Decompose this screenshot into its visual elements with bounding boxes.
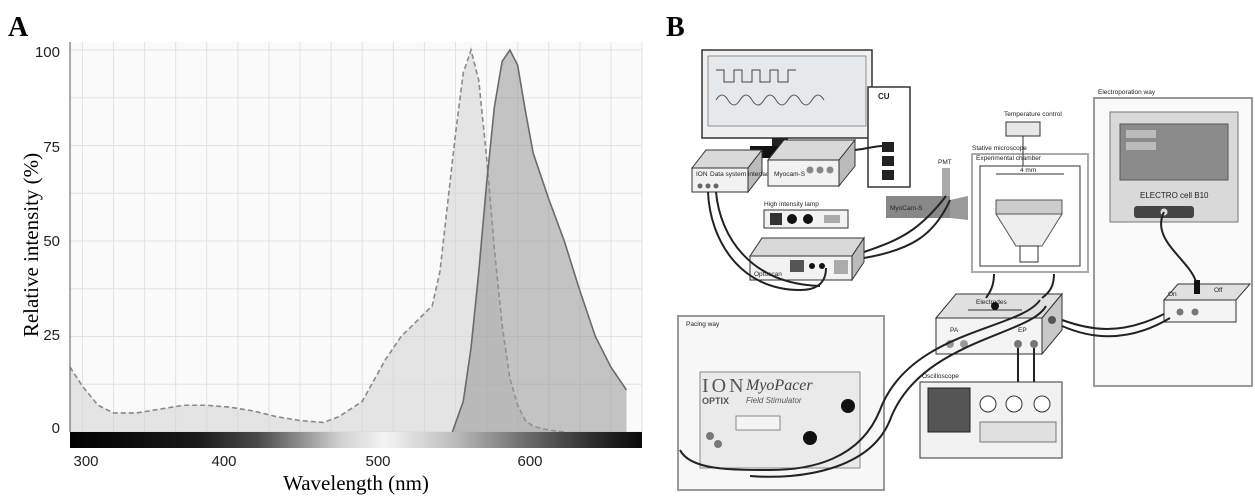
field-stimulator-label: Field Stimulator (746, 396, 802, 405)
myocam-camera-label: MyoCam-S (890, 205, 923, 212)
panel-a-letter: A (8, 12, 29, 43)
myocam-camera: MyoCam-S PMT (886, 159, 968, 220)
spectrum-area-fill (70, 50, 565, 432)
electro-cell-label: ELECTRO cell B10 (1140, 191, 1209, 200)
spectrum-series-line (451, 48, 628, 433)
electrodes-label: Electrodes (976, 299, 1007, 306)
data-system-interface: ION Data system interface (690, 148, 773, 194)
optix-label: OPTIX (702, 396, 729, 406)
four-mm-label: 4 mm (1020, 167, 1036, 174)
panel-b-letter: B (666, 12, 685, 43)
ion-label: ION (702, 375, 747, 397)
pacing-way-frame: Pacing way ION OPTIX MyoPacer Field Stim… (677, 315, 885, 491)
ep-label: EP (1018, 327, 1027, 334)
y-tick-label: 100 (35, 44, 60, 61)
electrodes-box: Electrodes PA EP (934, 292, 1064, 356)
optoscan: Optoscan (749, 236, 865, 282)
electroporation-way-label: Electroporation way (1098, 89, 1156, 96)
x-tick-label: 400 (211, 453, 236, 470)
lamp-label: High intensity lamp (764, 201, 819, 208)
myopacer-label: MyoPacer (745, 377, 813, 394)
oscilloscope: Oscilloscope (919, 373, 1063, 459)
on-label: On (1168, 291, 1177, 298)
electroporation-way-frame: Electroporation way ELECTRO cell B10 On … (1093, 89, 1253, 387)
panel-b-setup-diagram: B ION Data system interface Myo (650, 0, 1255, 496)
cu-label: CU (878, 92, 890, 101)
ion-small-label: ION (696, 171, 708, 178)
stative-microscope-label: Stative microscope (972, 145, 1027, 152)
panel-a-spectrum: A 100 75 50 25 0 3 (8, 12, 643, 495)
y-axis-title: Relative intensity (%) (19, 153, 43, 337)
pmt-label: PMT (938, 159, 952, 166)
x-tick-label: 600 (517, 453, 542, 470)
experimental-chamber: Stative microscope Experimental chamber … (971, 145, 1089, 273)
cables (679, 145, 1171, 478)
pacing-way-label: Pacing way (686, 321, 720, 328)
cu-unit: CU (867, 86, 911, 188)
spectrum-chart: 100 75 50 25 0 300 400 500 600 Wavelengt… (19, 42, 643, 495)
x-tick-label: 500 (365, 453, 390, 470)
wavelength-color-strip (70, 432, 642, 448)
experimental-chamber-label: Experimental chamber (976, 155, 1042, 162)
temperature-control: Temperature control (1004, 111, 1062, 166)
temperature-control-label: Temperature control (1004, 111, 1062, 118)
off-label: Off (1214, 287, 1223, 294)
myocam-box: Myocam-S (766, 138, 857, 188)
setup-diagram: ION Data system interface Myocam-S CU (677, 49, 1253, 491)
data-system-label: Data system interface (710, 171, 773, 178)
spectrum-area-fill (452, 50, 627, 432)
y-tick-label: 75 (43, 139, 60, 156)
high-intensity-lamp: High intensity lamp (763, 201, 849, 229)
y-tick-label: 25 (43, 327, 60, 344)
x-tick-label: 300 (73, 453, 98, 470)
y-tick-label: 0 (52, 420, 60, 437)
spectrum-areas (69, 47, 628, 433)
x-axis-title: Wavelength (nm) (283, 471, 429, 495)
oscilloscope-label: Oscilloscope (922, 373, 959, 380)
myocam-s-label: Myocam-S (774, 171, 806, 178)
pa-label: PA (950, 327, 959, 334)
y-tick-label: 50 (43, 233, 60, 250)
